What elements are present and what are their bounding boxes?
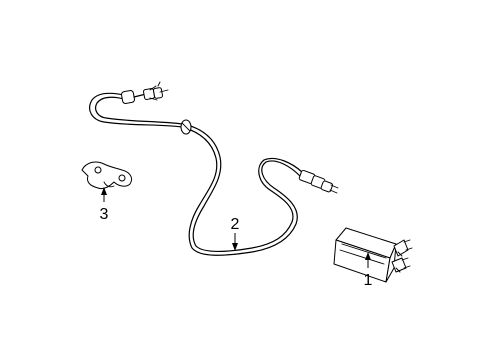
callout-label-2: 2 [231, 216, 240, 233]
callout-arrow-3 [101, 187, 107, 202]
callout-label-1: 1 [364, 272, 373, 289]
top-connector [121, 81, 169, 104]
sensor-cable [89, 81, 339, 256]
control-module [333, 227, 413, 283]
callout-arrow-1 [365, 252, 371, 268]
sensor-connector [298, 169, 339, 194]
bracket [81, 161, 133, 189]
cable-grommet [180, 119, 192, 135]
callout-label-3: 3 [100, 206, 109, 223]
callout-arrow-2 [232, 233, 238, 251]
